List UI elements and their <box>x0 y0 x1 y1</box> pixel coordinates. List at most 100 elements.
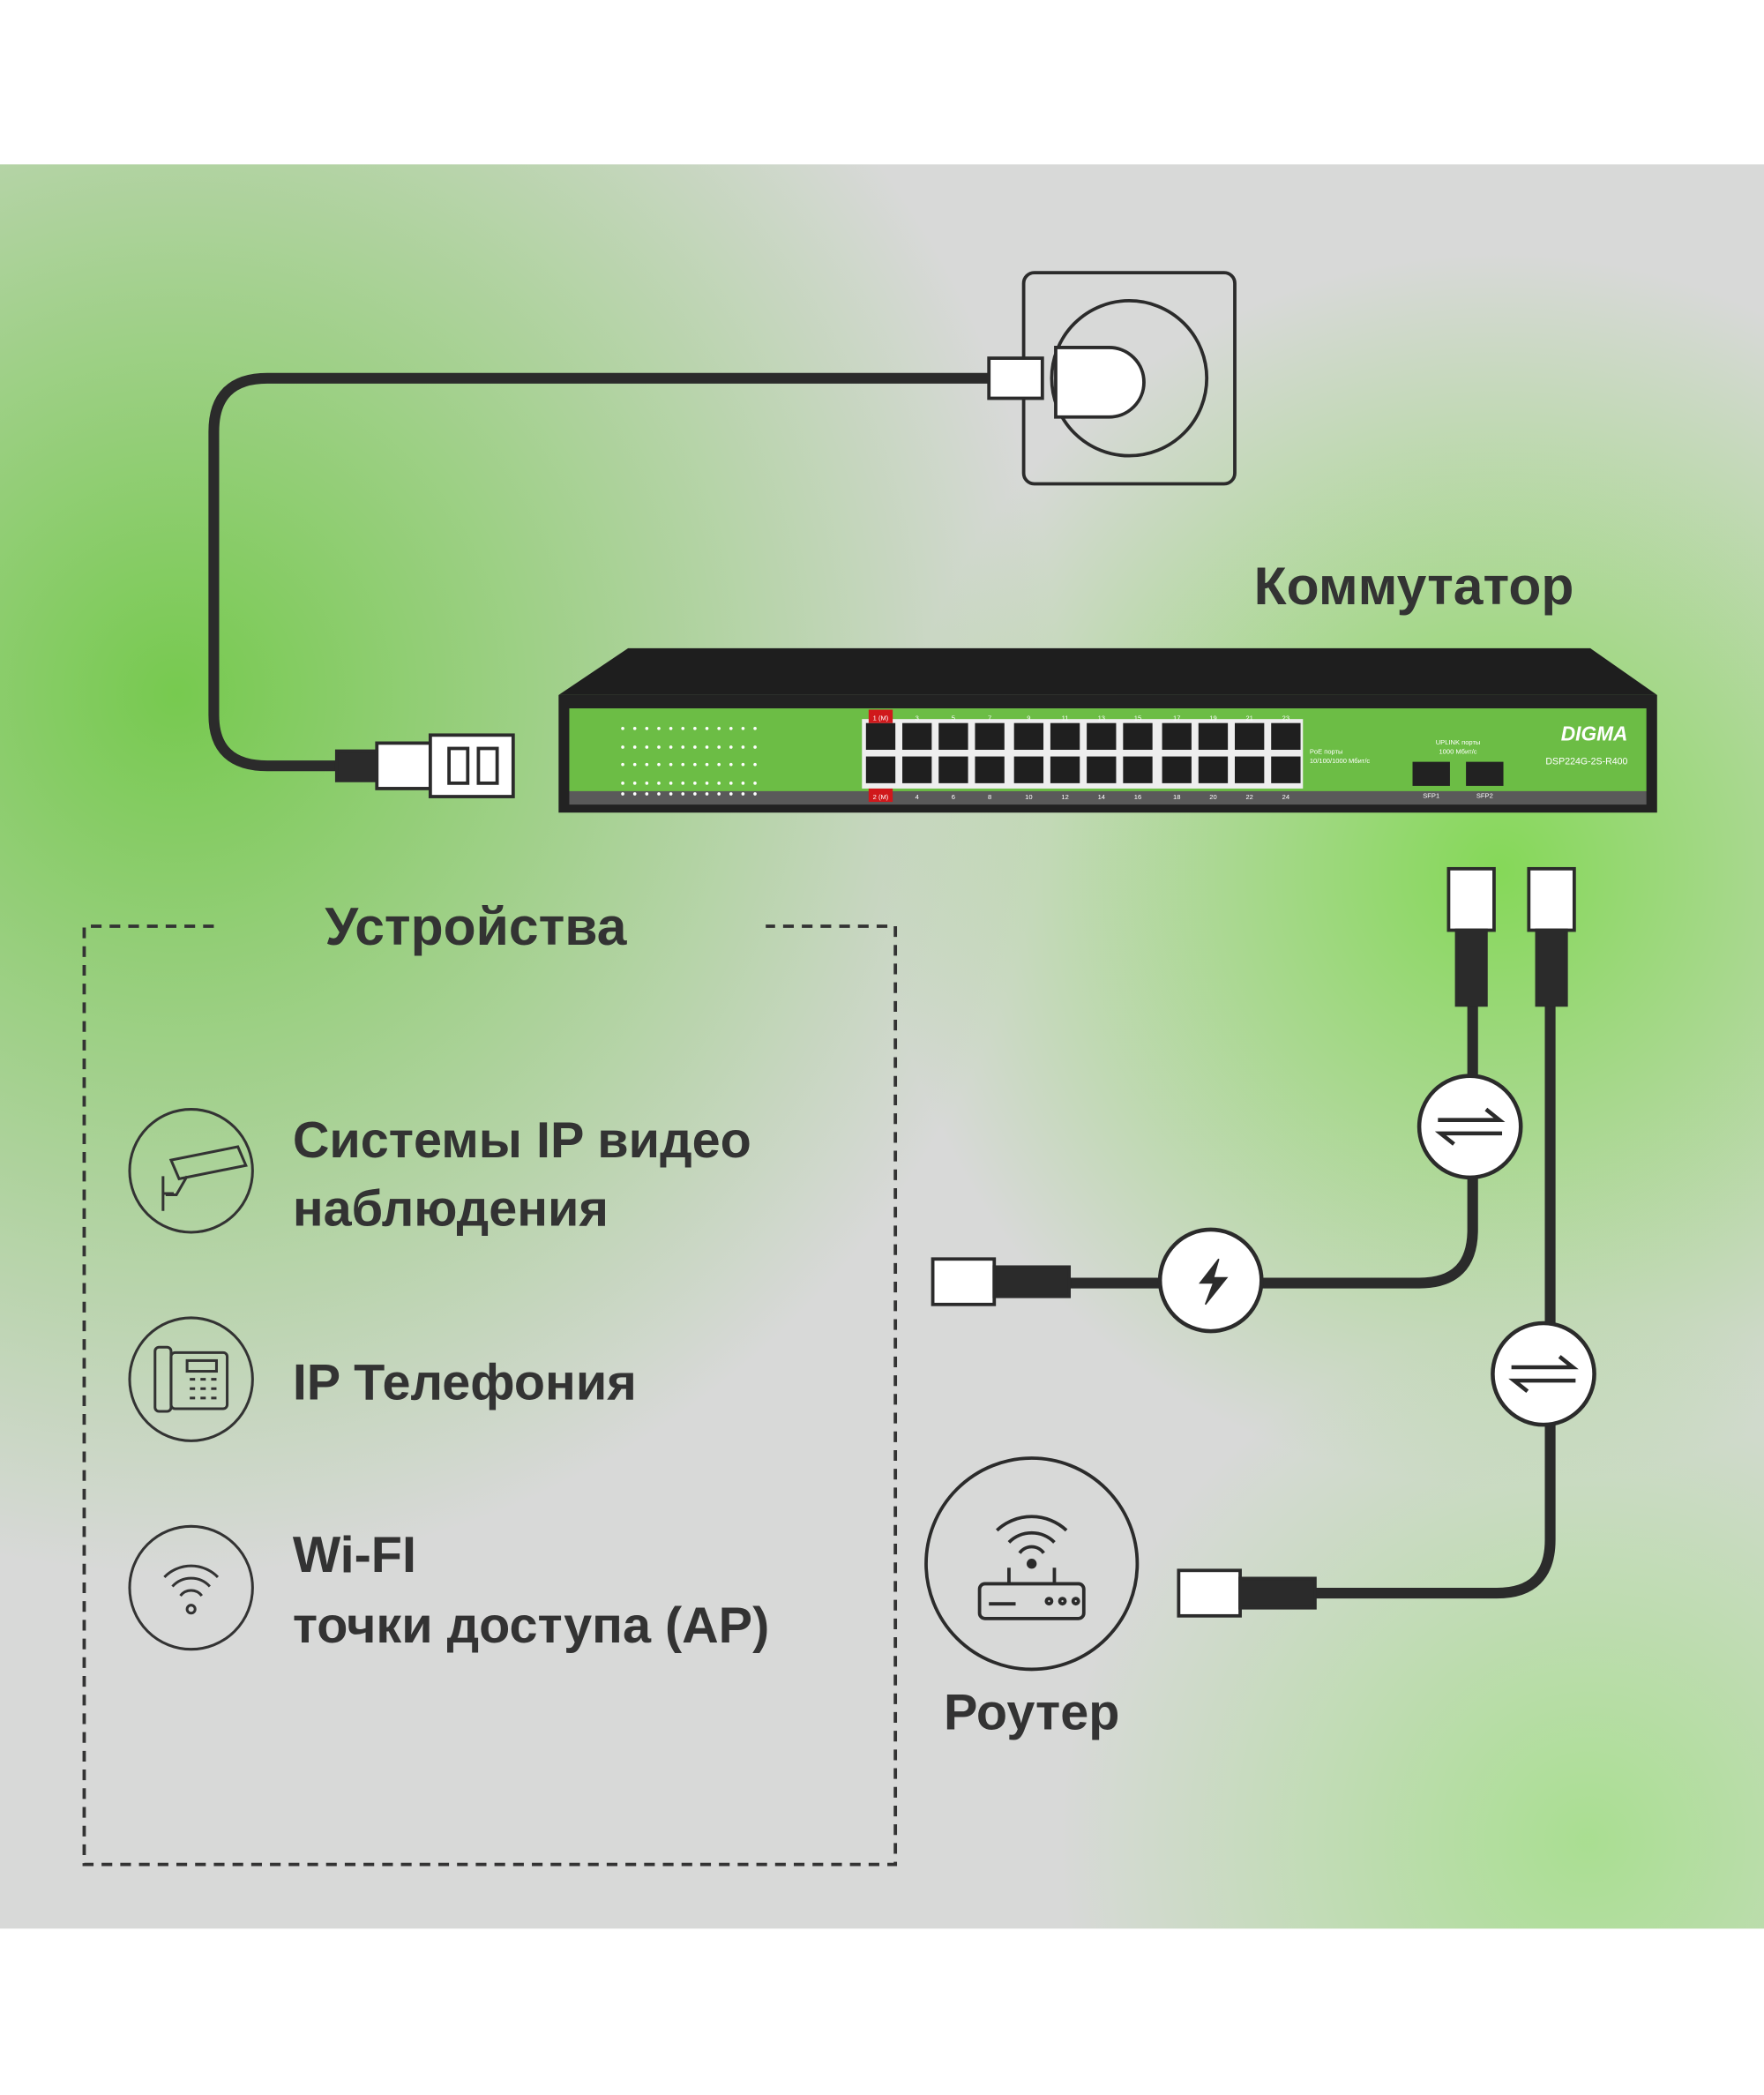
status-led <box>657 745 661 749</box>
poe-power-icon <box>1157 1227 1264 1334</box>
status-led <box>657 782 661 785</box>
devices-title: Устройства <box>325 896 627 956</box>
status-led <box>717 726 721 730</box>
status-led <box>729 762 733 767</box>
ethernet-port <box>1123 756 1153 783</box>
ethernet-port <box>1050 756 1080 783</box>
port-label: 17 <box>1173 715 1180 722</box>
uplink-speed: 1000 Мбит/с <box>1439 748 1476 756</box>
status-led <box>693 745 697 749</box>
data-transfer-icon <box>1416 1074 1596 1427</box>
port-label: 5 <box>952 715 955 722</box>
status-led <box>657 726 661 730</box>
poe-ports-speed: 10/100/1000 Мбит/с <box>1310 757 1371 765</box>
port-label: 14 <box>1098 793 1105 801</box>
ethernet-port <box>1162 722 1192 750</box>
port-label: 23 <box>1282 715 1289 722</box>
ethernet-port <box>938 756 968 783</box>
router-icon <box>924 1456 1140 1672</box>
ethernet-cables <box>1069 1002 1556 1599</box>
status-led <box>669 762 673 767</box>
status-led <box>621 782 624 785</box>
port-label: 8 <box>988 793 991 801</box>
ethernet-port <box>1271 722 1301 750</box>
model-label: DSP224G-2S-R400 <box>1545 757 1627 767</box>
rj45-plugs <box>931 866 1576 1618</box>
status-led <box>693 792 697 796</box>
sfp2-label: SFP2 <box>1476 792 1493 800</box>
status-led <box>669 726 673 730</box>
status-led <box>681 792 685 796</box>
ip-phone-icon <box>128 1316 254 1442</box>
poe-ports-label: PoE порты <box>1310 748 1343 756</box>
ethernet-port <box>1087 756 1117 783</box>
status-led <box>657 762 661 767</box>
port-label: 11 <box>1062 715 1069 722</box>
power-plug-icon <box>334 733 515 798</box>
device-2-line1: IP Телефония <box>293 1354 637 1410</box>
status-led <box>645 726 649 730</box>
status-led <box>693 726 697 730</box>
status-led <box>645 792 649 796</box>
port-label: 12 <box>1061 793 1068 801</box>
status-led <box>645 782 649 785</box>
status-led <box>753 792 757 796</box>
ethernet-port <box>1235 722 1265 750</box>
status-led <box>621 745 624 749</box>
port-label: 20 <box>1209 793 1216 801</box>
device-1-line2: наблюдения <box>293 1180 609 1237</box>
ethernet-port <box>1123 722 1153 750</box>
status-led <box>717 782 721 785</box>
status-led <box>741 792 745 796</box>
status-led <box>681 745 685 749</box>
ethernet-port <box>902 722 932 750</box>
ethernet-port <box>865 756 896 783</box>
status-led <box>681 762 685 767</box>
ethernet-port <box>865 722 896 750</box>
status-led <box>753 762 757 767</box>
device-3-line2: точки доступа (AP) <box>293 1597 769 1654</box>
ethernet-port <box>1198 756 1229 783</box>
status-leds <box>621 726 757 796</box>
device-1-line1: Системы IP видео <box>293 1112 751 1169</box>
port-label: 6 <box>952 793 955 801</box>
status-led <box>705 792 709 796</box>
status-led <box>705 726 709 730</box>
status-led <box>632 745 637 749</box>
brand-logo: DIGMA <box>1561 722 1628 744</box>
status-led <box>645 762 649 767</box>
status-led <box>632 782 637 785</box>
cctv-camera-icon <box>128 1108 254 1234</box>
switch-title: Коммутатор <box>1254 556 1574 616</box>
status-led <box>753 782 757 785</box>
port-2-label: 2 (M) <box>873 793 889 801</box>
status-led <box>645 745 649 749</box>
ethernet-port <box>902 756 932 783</box>
status-led <box>729 792 733 796</box>
status-led <box>681 782 685 785</box>
status-led <box>669 782 673 785</box>
ethernet-port <box>1271 756 1301 783</box>
port-label: 24 <box>1282 793 1289 801</box>
status-led <box>717 792 721 796</box>
port-label: 18 <box>1173 793 1180 801</box>
status-led <box>693 782 697 785</box>
power-cable <box>208 372 990 772</box>
ethernet-port <box>975 756 1005 783</box>
status-led <box>717 762 721 767</box>
ethernet-port <box>1050 722 1080 750</box>
status-led <box>705 762 709 767</box>
port-label: 3 <box>916 715 919 722</box>
status-led <box>632 762 637 767</box>
port-label: 19 <box>1209 715 1216 722</box>
port-label: 4 <box>916 793 919 801</box>
uplink-label: UPLINK порты <box>1436 738 1481 746</box>
ethernet-port <box>938 722 968 750</box>
status-led <box>632 792 637 796</box>
port-label: 15 <box>1134 715 1141 722</box>
status-led <box>669 792 673 796</box>
status-led <box>705 782 709 785</box>
port-label: 13 <box>1098 715 1105 722</box>
